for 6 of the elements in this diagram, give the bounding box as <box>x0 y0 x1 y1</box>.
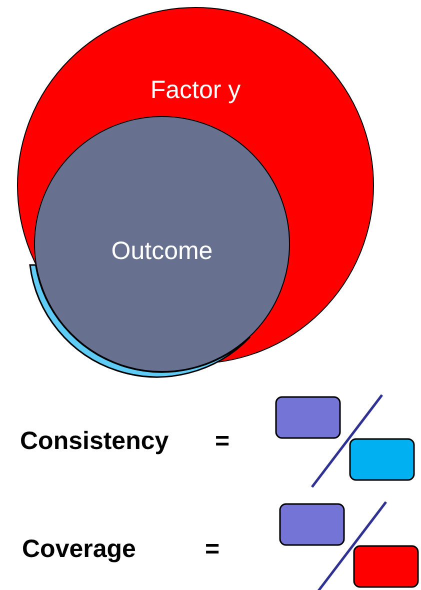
formula-label: Coverage <box>22 535 136 564</box>
formula-label: = <box>205 535 220 564</box>
circle-label: Outcome <box>110 237 214 266</box>
formula-label: = <box>215 427 230 456</box>
circle-label: Factor y <box>149 76 242 105</box>
formula-label: Consistency <box>20 427 169 456</box>
